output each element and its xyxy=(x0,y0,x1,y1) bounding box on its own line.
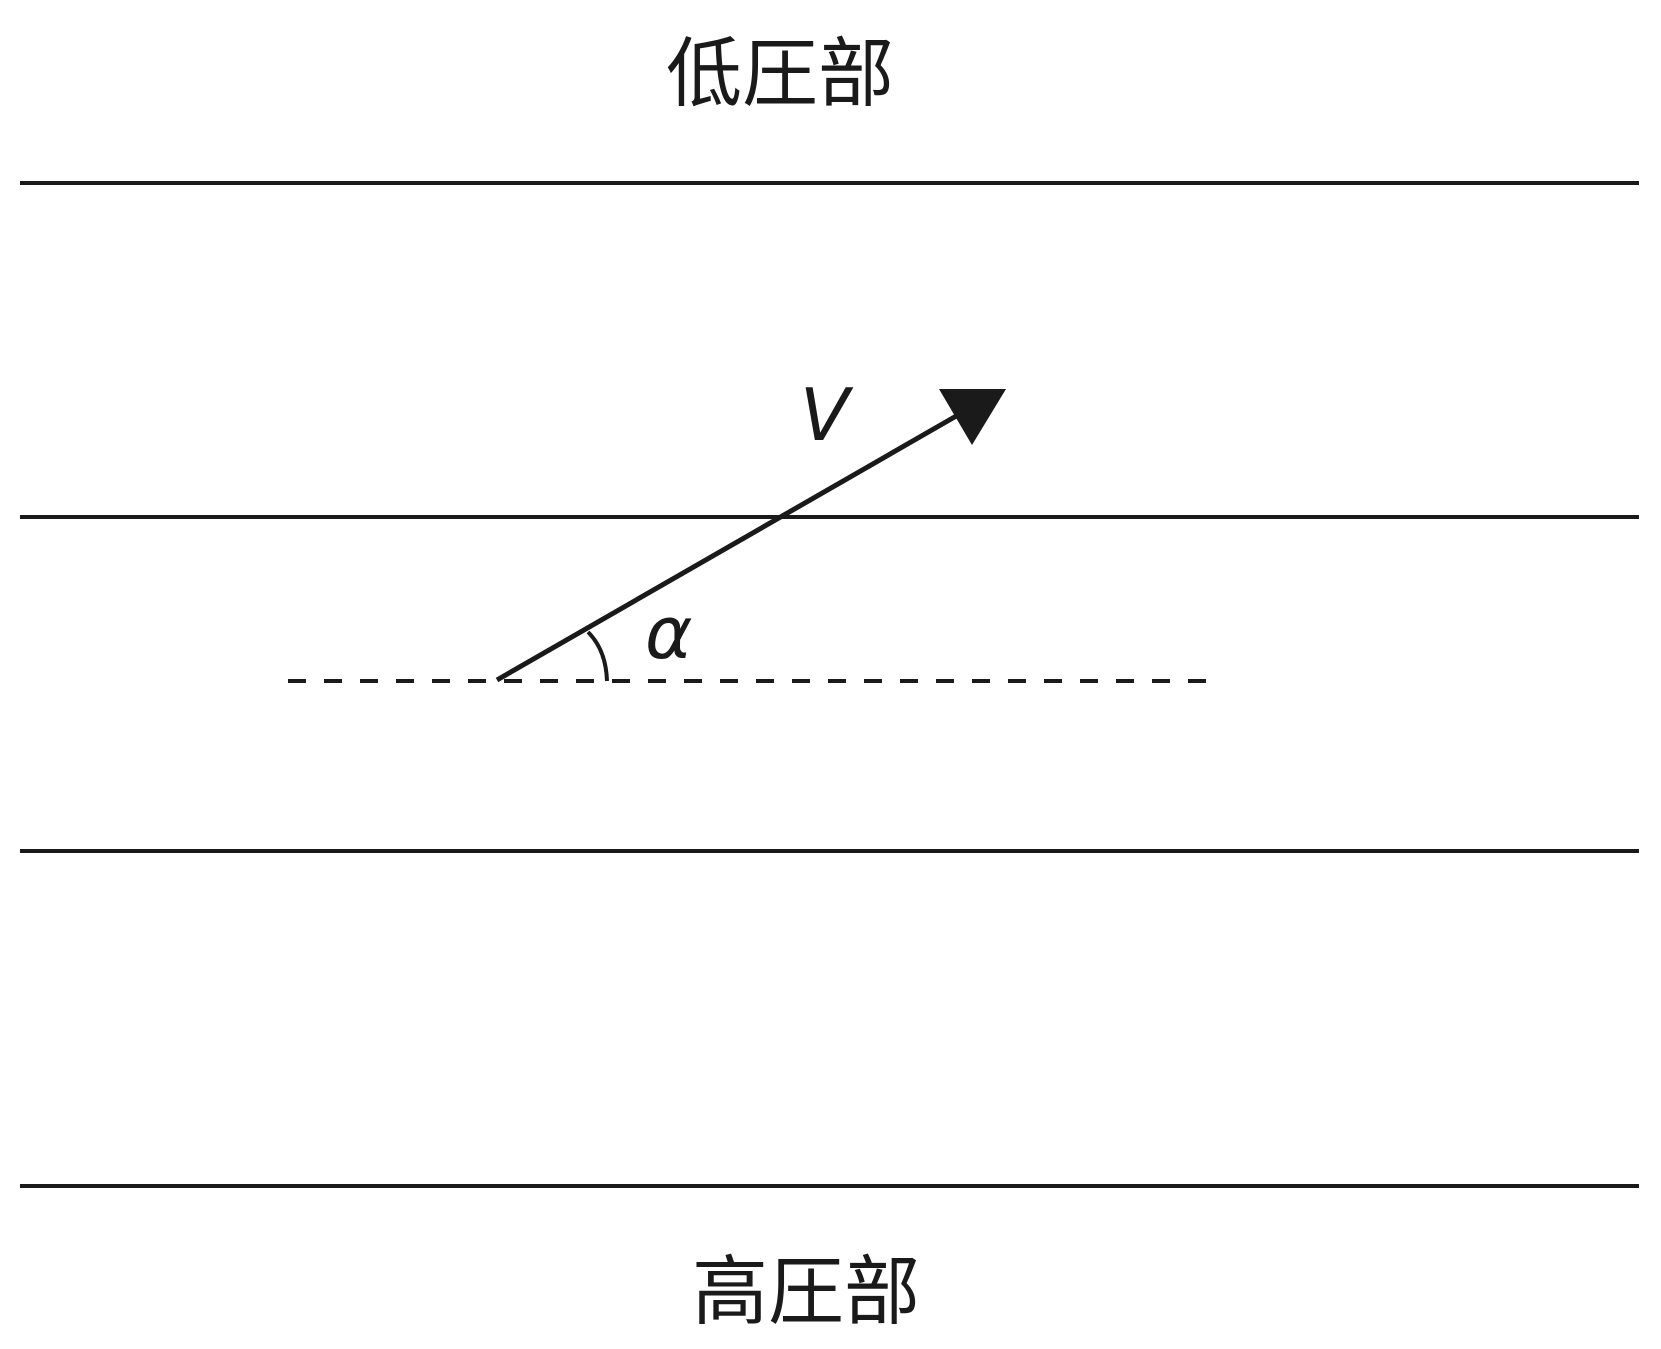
arrowhead-icon xyxy=(939,389,1006,445)
low-pressure-label: 低圧部 xyxy=(666,29,894,118)
angle-arc xyxy=(586,630,609,682)
high-pressure-label: 高圧部 xyxy=(692,1247,920,1336)
velocity-label: V xyxy=(800,373,854,457)
angle-label: α xyxy=(645,591,692,675)
velocity-vector xyxy=(495,412,960,683)
